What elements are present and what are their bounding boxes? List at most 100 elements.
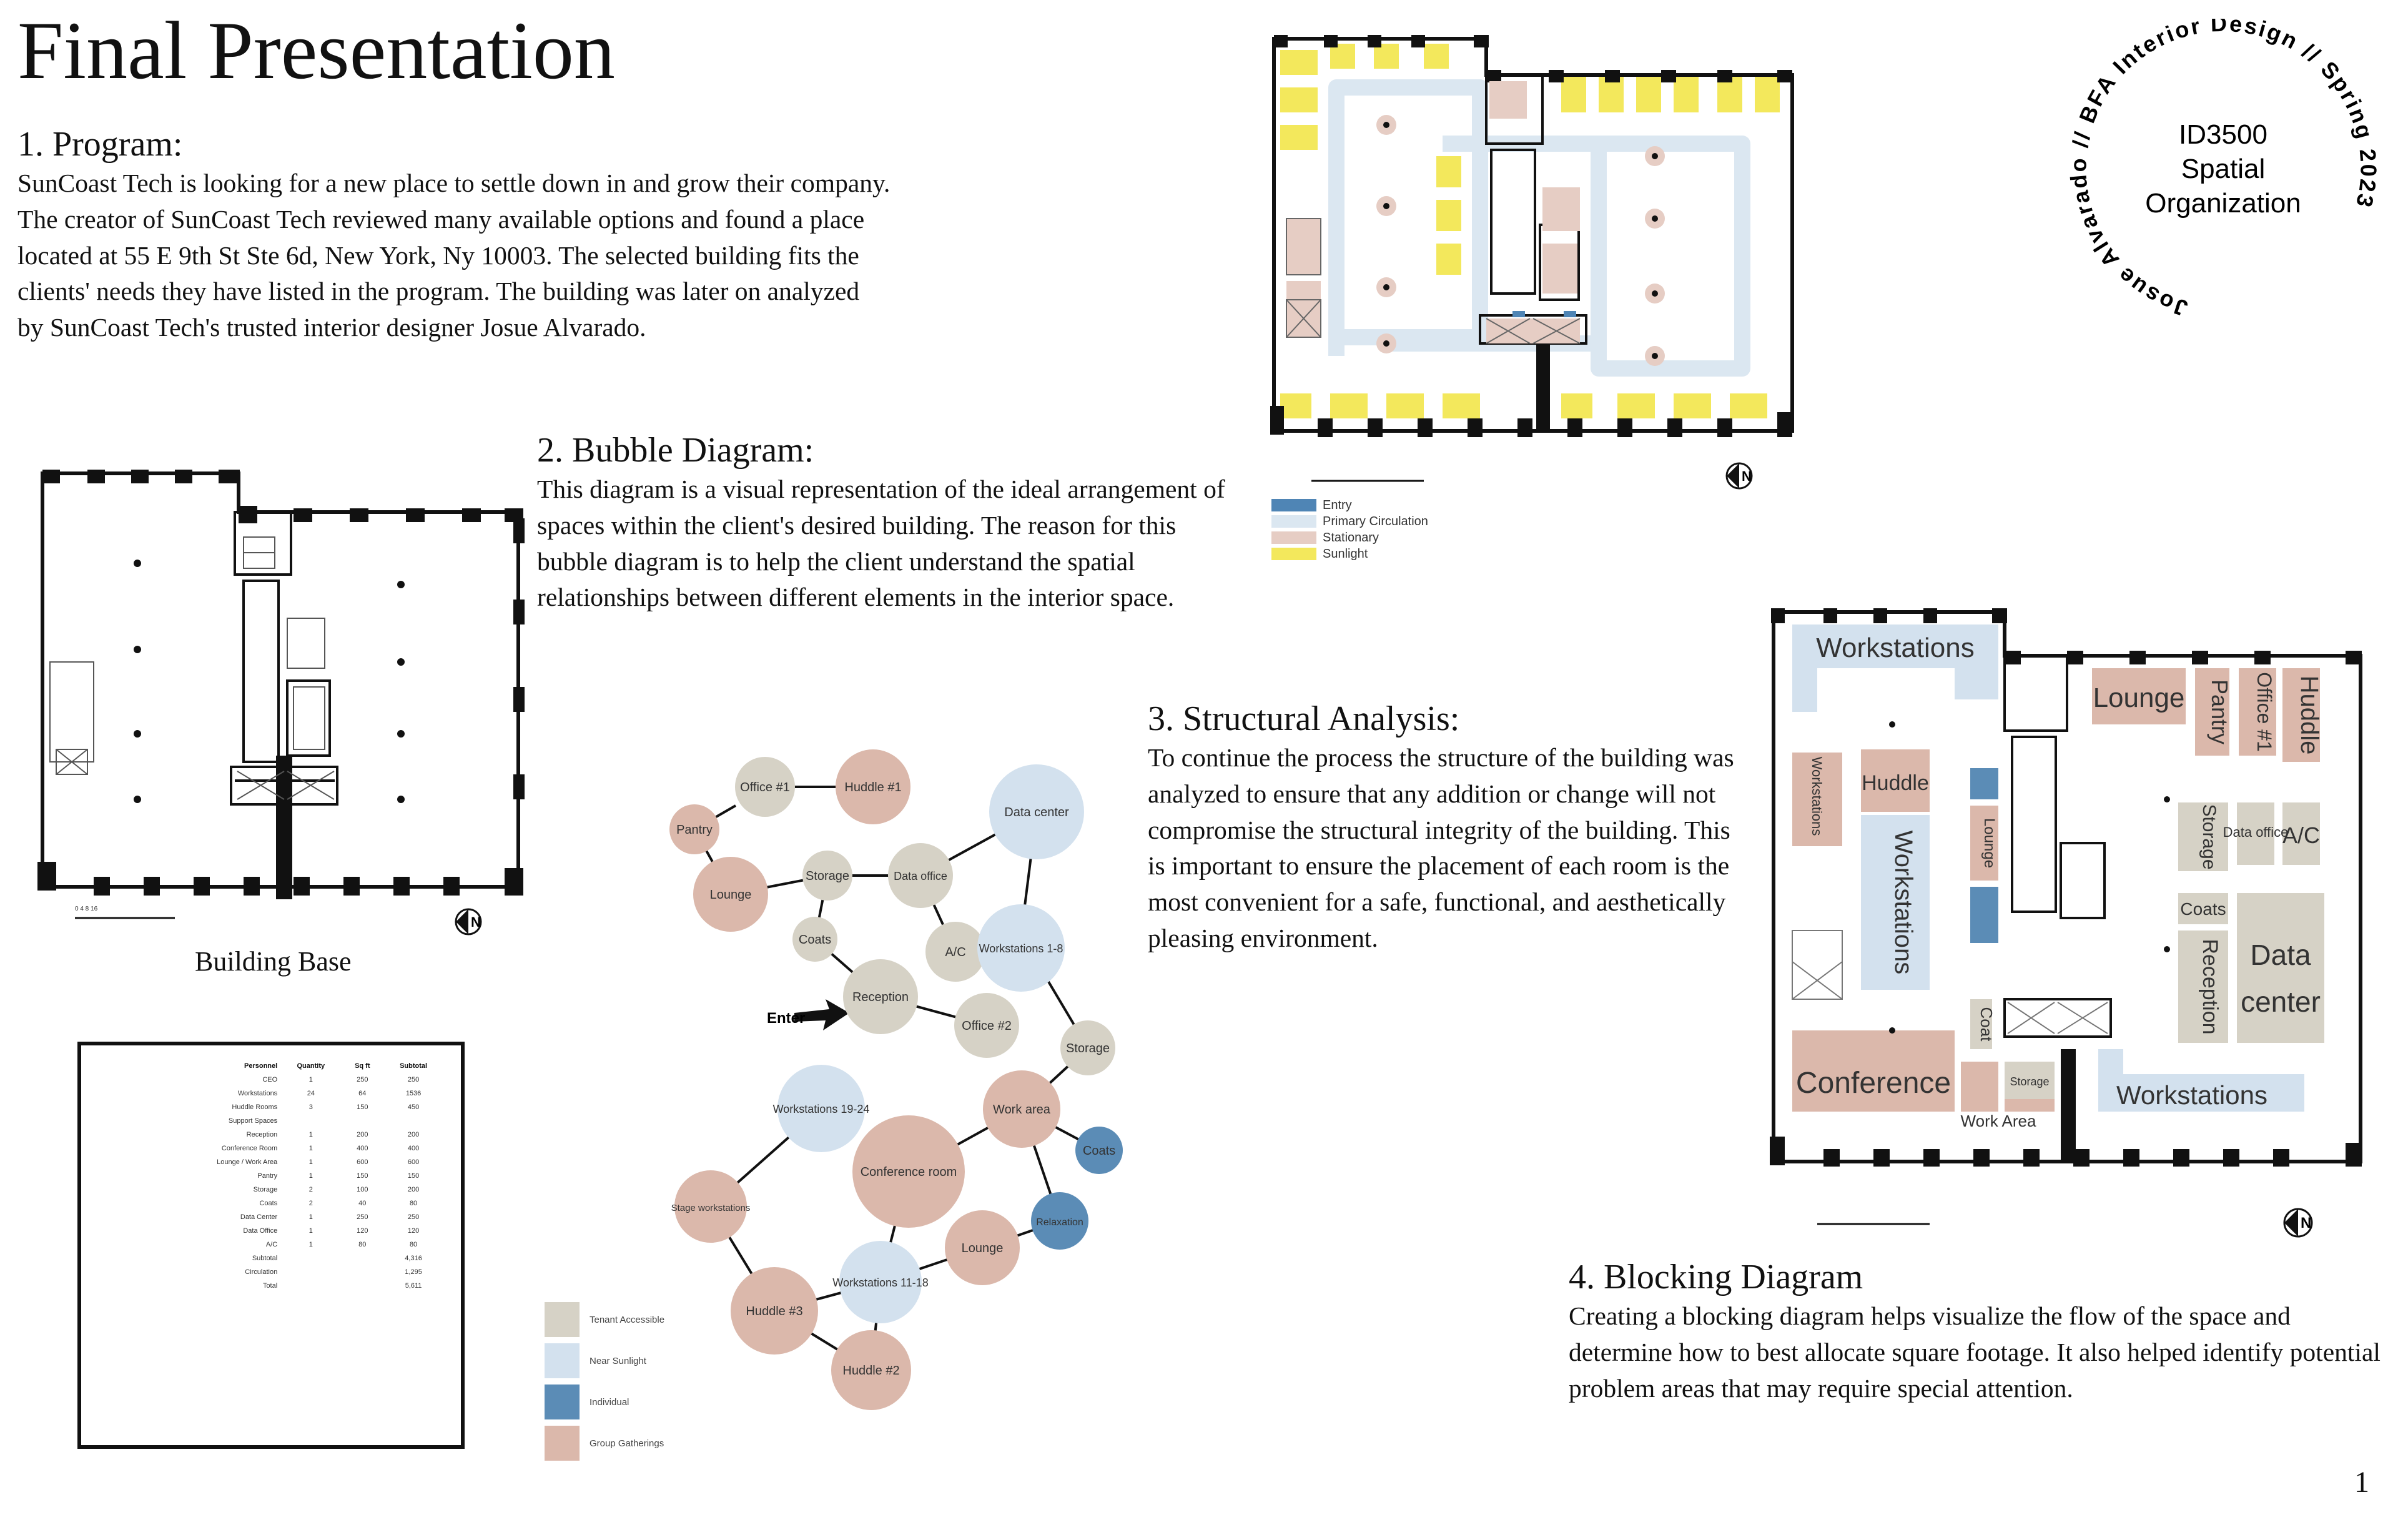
label-lounge: Lounge bbox=[2093, 683, 2185, 713]
program-table-value-cell: 24 bbox=[307, 1090, 315, 1097]
legend-swatch bbox=[1271, 531, 1316, 544]
program-table-value-cell: 400 bbox=[357, 1145, 368, 1152]
program-table-label-cell: Data Office bbox=[243, 1227, 278, 1235]
program-table-value-cell: 4,316 bbox=[405, 1255, 422, 1262]
svg-text:N: N bbox=[471, 914, 481, 930]
enter-arrow-icon bbox=[794, 999, 849, 1030]
program-heading: 1. Program: bbox=[17, 125, 183, 164]
program-table-label-cell: Pantry bbox=[257, 1172, 278, 1180]
program-table-value-cell bbox=[278, 1265, 343, 1279]
program-table-value-cell: 150 bbox=[357, 1103, 368, 1111]
bubble-huddle-1 bbox=[836, 749, 910, 824]
bubble-huddle-2 bbox=[831, 1330, 911, 1410]
entry-markers bbox=[1512, 311, 1576, 317]
bubble-legend: Tenant Accessible Near Sunlight Individu… bbox=[545, 1299, 664, 1464]
north-arrow-icon: N bbox=[2283, 1208, 2313, 1238]
program-table-value-cell: 150 bbox=[407, 1172, 420, 1180]
stationary-zones bbox=[1286, 81, 1580, 343]
blocking-zones bbox=[1792, 624, 2324, 1112]
label-data-center-1: Data bbox=[2250, 939, 2311, 971]
program-table-value-cell: 1 bbox=[308, 1145, 313, 1152]
program-table-value-cell bbox=[278, 1114, 343, 1128]
structural-body: To continue the process the structure of… bbox=[1148, 743, 1734, 952]
label-huddle-left: Huddle bbox=[1862, 771, 1929, 795]
svg-text:Workstations 11-18: Workstations 11-18 bbox=[832, 1276, 928, 1289]
program-body: SunCoast Tech is looking for a new place… bbox=[17, 169, 891, 342]
label-coat: Coat bbox=[1977, 1007, 1996, 1042]
program-table-label-cell: Workstations bbox=[237, 1090, 278, 1097]
program-table-value-cell: 80 bbox=[409, 1241, 418, 1248]
bubble-workstations-11-18 bbox=[839, 1241, 922, 1323]
structural-heading: 3. Structural Analysis: bbox=[1148, 699, 1460, 738]
legend-swatch bbox=[1271, 548, 1316, 560]
program-table-value-cell: 1 bbox=[308, 1213, 313, 1221]
label-lounge-small: Lounge bbox=[1981, 818, 1998, 868]
program-table-label-cell: Data Center bbox=[240, 1213, 278, 1221]
bubble-coats-2 bbox=[1075, 1127, 1123, 1174]
label-workstations-bottom: Workstations bbox=[2116, 1080, 2267, 1110]
bubble-workstations-19-24 bbox=[777, 1065, 865, 1152]
blocking-fixtures bbox=[1792, 930, 2108, 1034]
label-data-office: Data office bbox=[2223, 824, 2289, 840]
program-table-value-cell: 1 bbox=[308, 1076, 313, 1083]
program-table-value-cell bbox=[343, 1265, 381, 1279]
svg-text:Huddle #1: Huddle #1 bbox=[844, 781, 901, 794]
program-table-label-cell: CEO bbox=[262, 1076, 278, 1083]
north-arrow-icon: N bbox=[455, 908, 482, 935]
svg-text:Workstations 1-8: Workstations 1-8 bbox=[979, 942, 1063, 955]
label-conference: Conference bbox=[1796, 1067, 1951, 1100]
program-table-value-cell bbox=[381, 1114, 446, 1128]
bubble-lounge bbox=[693, 857, 768, 932]
svg-text:Stage workstations: Stage workstations bbox=[671, 1203, 751, 1213]
bubble-data-office bbox=[888, 843, 953, 908]
label-reception: Reception bbox=[2198, 939, 2222, 1034]
svg-text:Lounge: Lounge bbox=[710, 888, 752, 902]
program-section: 1. Program: SunCoast Tech is looking for… bbox=[17, 124, 892, 346]
bubble-office-1 bbox=[735, 757, 795, 817]
svg-text:Coats: Coats bbox=[1083, 1144, 1115, 1158]
seal-course-line1: Spatial bbox=[2181, 154, 2266, 184]
program-table-label-cell: Circulation bbox=[245, 1268, 278, 1276]
program-table-header: Personnel Quantity Sq ft Subtotal bbox=[244, 1062, 428, 1070]
program-table-label-cell: A/C bbox=[265, 1241, 278, 1248]
blocking-core bbox=[2003, 654, 2112, 1038]
program-table-value-cell: 1,295 bbox=[405, 1268, 422, 1276]
structural-legend-item: Primary Circulation bbox=[1271, 513, 1428, 530]
label-storage: Storage bbox=[2199, 804, 2219, 869]
bubble-coats-1 bbox=[792, 917, 837, 962]
bubble-huddle-3 bbox=[731, 1267, 818, 1355]
svg-text:Storage: Storage bbox=[1066, 1042, 1110, 1055]
blocking-labels: Workstations Lounge Pantry Office #1 Hud… bbox=[1796, 633, 2323, 1130]
columns bbox=[1889, 721, 2170, 1034]
structural-legend: Entry Primary Circulation Stationary Sun… bbox=[1271, 497, 1428, 562]
svg-text:Workstations 19-24: Workstations 19-24 bbox=[773, 1103, 870, 1115]
north-arrow-icon: N bbox=[1725, 462, 1753, 490]
program-table-label-cell: Storage bbox=[253, 1186, 278, 1193]
program-table-value-cell: 1 bbox=[308, 1241, 313, 1248]
structural-columns bbox=[134, 560, 405, 803]
bubble-enter-label: Enter bbox=[767, 1010, 805, 1027]
svg-text:N: N bbox=[2301, 1215, 2311, 1232]
program-table-value-cell: 100 bbox=[357, 1186, 368, 1193]
program-table-label-cell: Reception bbox=[246, 1131, 278, 1138]
bubble-work-area bbox=[983, 1070, 1060, 1148]
bubble-ac bbox=[925, 922, 985, 982]
program-table-value-cell: 600 bbox=[407, 1158, 420, 1166]
structural-legend-item: Stationary bbox=[1271, 530, 1428, 546]
page-title: Final Presentation bbox=[17, 4, 615, 96]
program-table-value-cell: 64 bbox=[358, 1090, 367, 1097]
structural-piers bbox=[1270, 35, 1792, 437]
columns bbox=[1376, 115, 1665, 366]
label-coats: Coats bbox=[2180, 899, 2226, 919]
label-workstations-side: Workstations bbox=[1809, 757, 1825, 836]
